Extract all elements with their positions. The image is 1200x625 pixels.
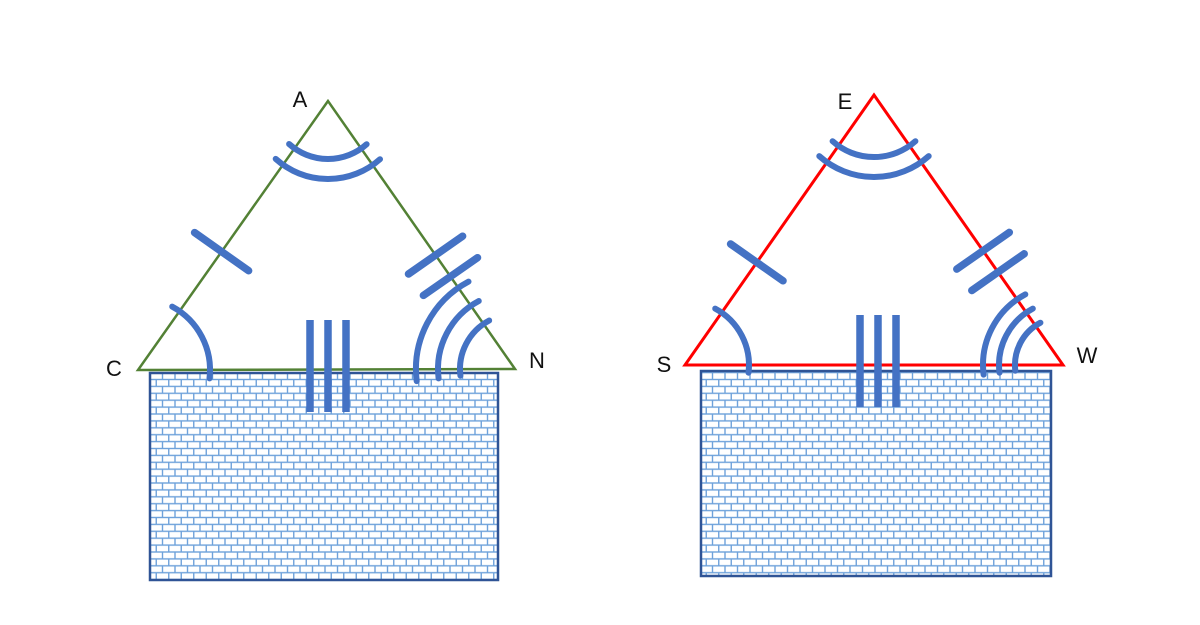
triangle-CAN-right-angle-arc: [413, 278, 472, 385]
triangle-SEW-right-side-tick: [953, 228, 1014, 273]
triangle-SEW-right-side-tick: [968, 250, 1028, 295]
triangle-CAN-group: [135, 98, 518, 582]
triangle-SEW-right-angle-arc: [980, 291, 1029, 378]
triangle-CAN-apex-angle-arc: [286, 141, 370, 162]
triangle-SEW-left-angle-arc: [712, 305, 752, 376]
triangle-SEW-left-side-tick: [726, 240, 787, 285]
triangle-SEW-apex-angle-arc: [816, 153, 932, 181]
triangle-CAN-right-side-tick: [419, 253, 482, 300]
vertex-label-w: W: [1076, 343, 1098, 368]
triangle-CAN-left-side-tick: [190, 228, 253, 275]
triangle-CAN-right-side-tick: [404, 232, 467, 278]
triangle-CAN-right-angle-arc: [457, 317, 493, 379]
triangle-CAN-right-angle-arc: [435, 298, 482, 382]
triangle-SEW-group: [682, 92, 1066, 578]
triangle-CAN-apex-angle-arc: [272, 155, 383, 183]
triangle-SEW-right-angle-arc: [1011, 319, 1044, 374]
triangle-SEW-right-angle-arc: [996, 305, 1036, 376]
vertex-label-s: S: [656, 352, 672, 377]
vertex-label-c: C: [106, 356, 122, 381]
vertex-label-e: E: [837, 89, 853, 114]
vertex-label-n: N: [529, 348, 545, 373]
triangle-CAN-brick-wall: [148, 371, 500, 582]
triangle-SEW-apex-angle-arc: [829, 138, 919, 161]
triangle-SEW-outline: [682, 92, 1066, 367]
vertex-label-a: A: [292, 87, 308, 112]
triangle-CAN-left-angle-arc: [169, 303, 213, 382]
